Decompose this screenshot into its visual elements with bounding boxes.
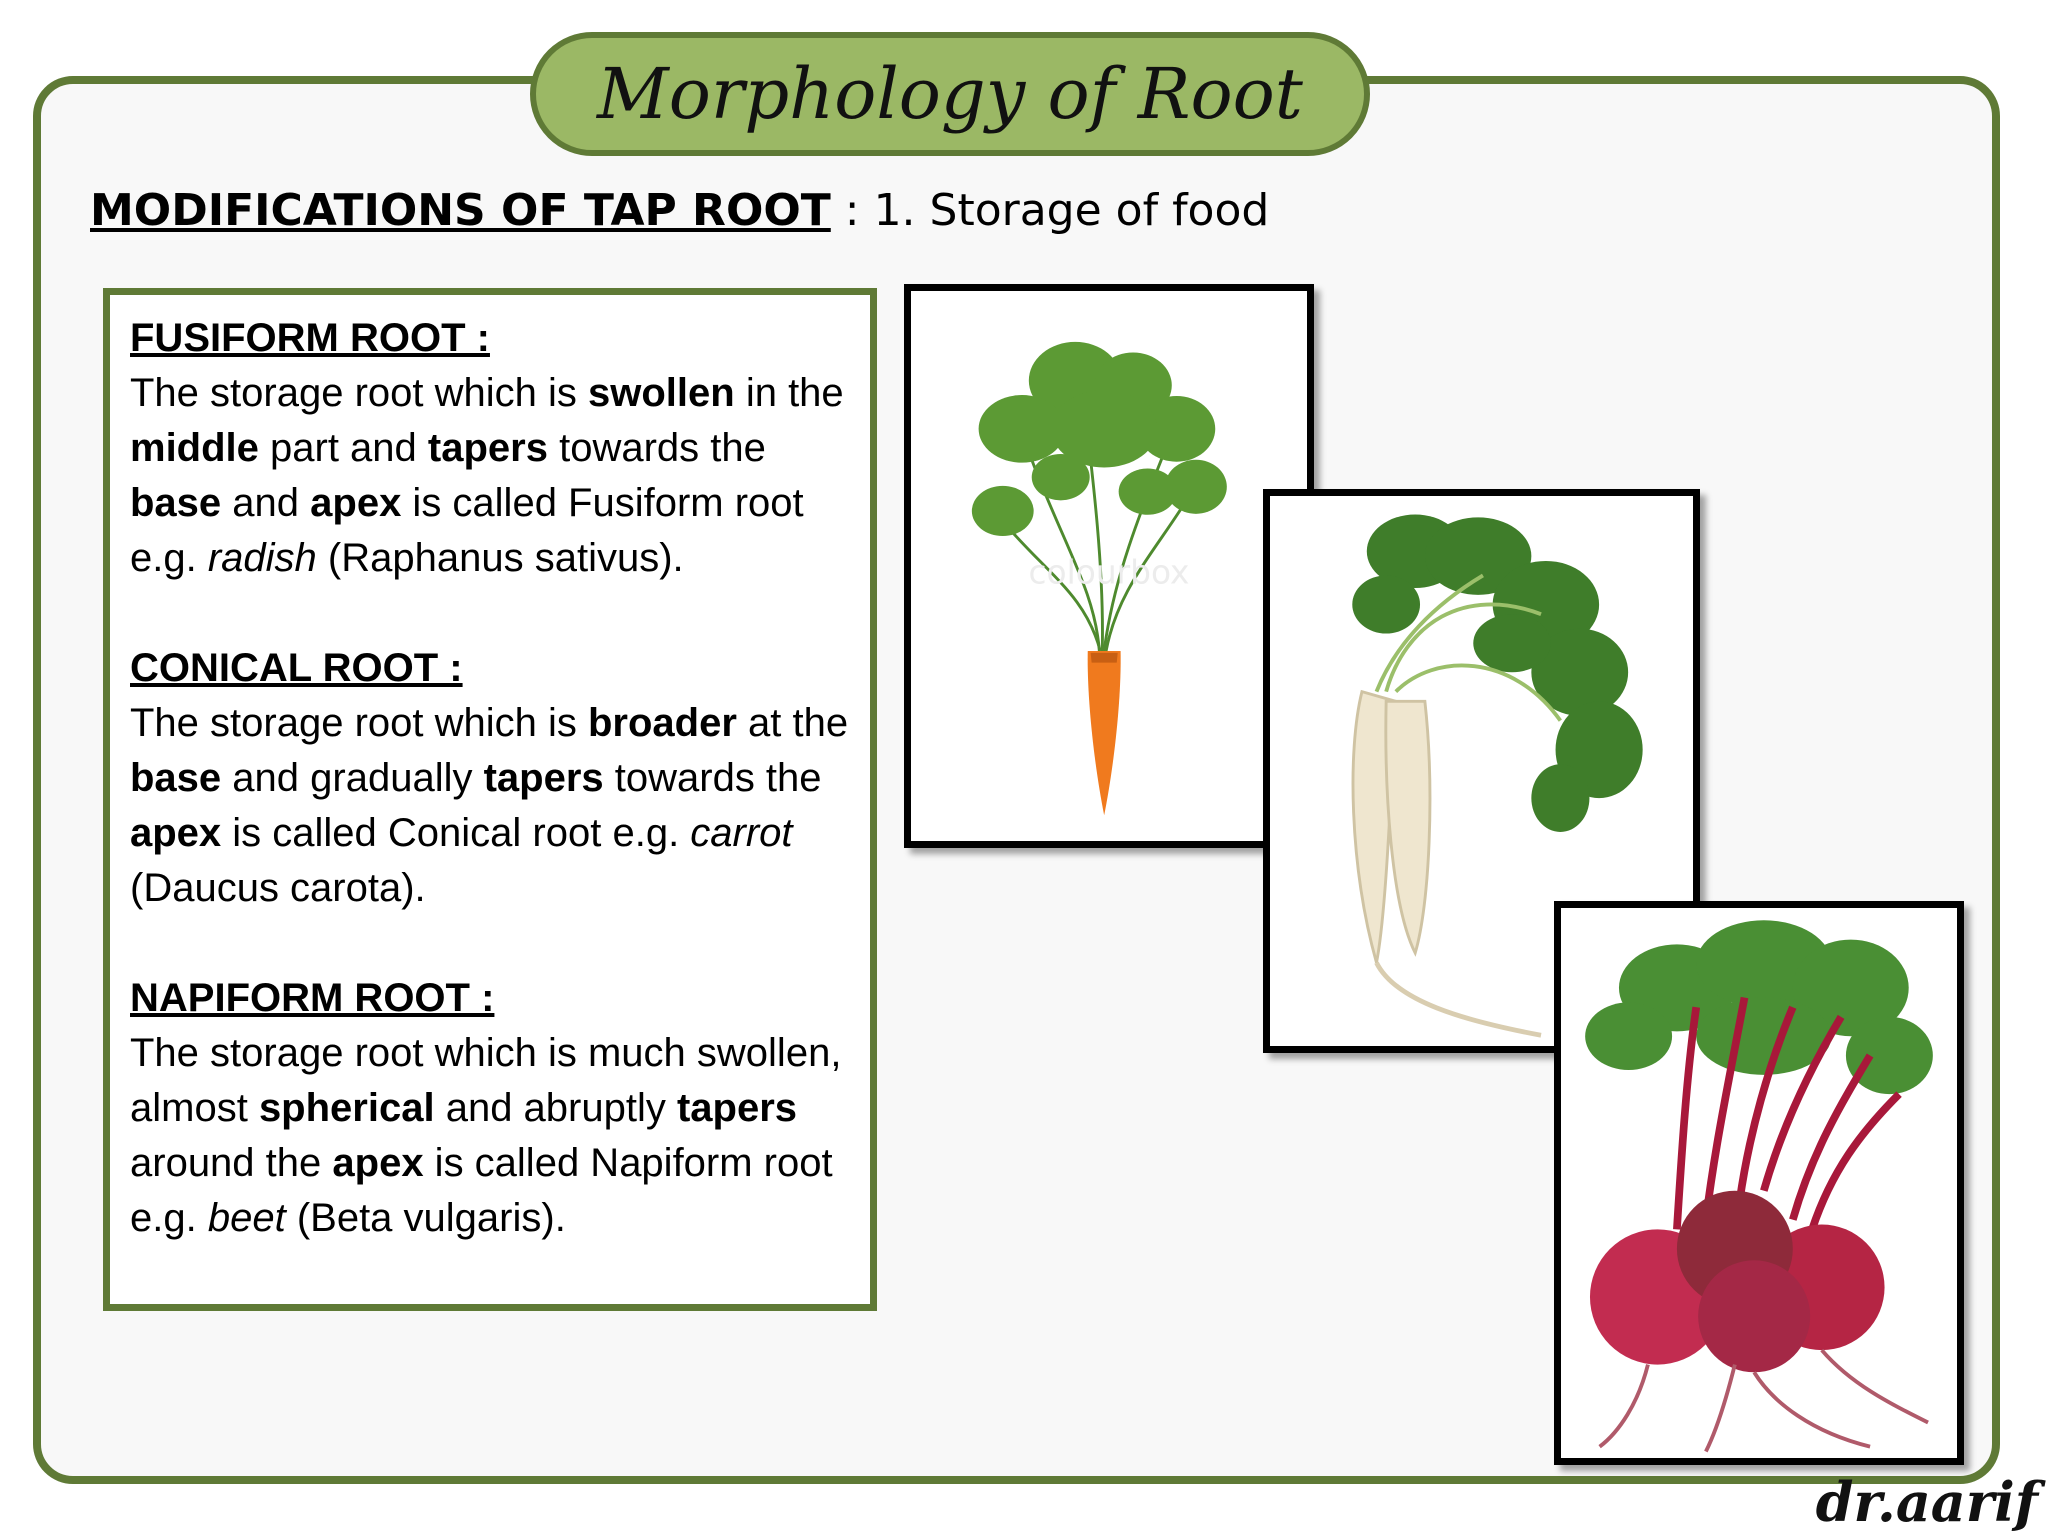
section-body: The storage root which is swollen in the… (130, 366, 852, 586)
bold-term: middle (130, 426, 259, 470)
body-text: The storage root which is (130, 701, 588, 745)
body-text: The storage root which is (130, 371, 588, 415)
description-box: FUSIFORM ROOT : The storage root which i… (103, 288, 877, 1311)
section-heading: FUSIFORM ROOT : (130, 316, 490, 360)
bold-term: apex (332, 1141, 424, 1185)
bold-term: tapers (483, 756, 604, 800)
body-text: around the (130, 1141, 333, 1185)
subtitle-heading: MODIFICATIONS OF TAP ROOT (90, 185, 831, 236)
bold-term: apex (130, 811, 222, 855)
bold-term: broader (588, 701, 737, 745)
body-text: at the (736, 701, 849, 745)
radish-photo (1263, 489, 1700, 1053)
bold-term: tapers (427, 426, 548, 470)
bold-term: swollen (588, 371, 735, 415)
body-text: The storage root which is much swollen, … (130, 1031, 842, 1130)
italic-term: carrot (690, 811, 793, 855)
body-text: towards the (603, 756, 822, 800)
body-text: is called Napiform root e.g. (130, 1141, 833, 1240)
section-napiform: NAPIFORM ROOT : The storage root which i… (130, 971, 852, 1246)
beet-illustration (1585, 920, 1933, 1453)
body-text: (Daucus carota). (130, 866, 426, 910)
body-text: and (221, 481, 311, 525)
bold-term: spherical (258, 1086, 435, 1130)
slide-title: Morphology of Root (597, 53, 1303, 135)
watermark: colourbox (1029, 553, 1190, 591)
italic-term: radish (207, 536, 317, 580)
section-conical: CONICAL ROOT : The storage root which is… (130, 641, 852, 916)
body-text: and abruptly (434, 1086, 677, 1130)
body-text: is called Conical root e.g. (221, 811, 691, 855)
signature: dr.aarif (1815, 1470, 2038, 1534)
subtitle-rest: : 1. Storage of food (830, 185, 1270, 236)
body-text: in the (734, 371, 844, 415)
beet-photo (1554, 901, 1964, 1465)
bold-term: base (130, 756, 222, 800)
bold-term: base (130, 481, 222, 525)
body-text: and gradually (221, 756, 484, 800)
radish-illustration (1351, 514, 1643, 1038)
body-text: is called Fusiform root e.g. (130, 481, 804, 580)
bold-term: tapers (676, 1086, 798, 1130)
section-fusiform: FUSIFORM ROOT : The storage root which i… (130, 311, 852, 586)
subtitle: MODIFICATIONS OF TAP ROOT : 1. Storage o… (90, 185, 1269, 236)
title-banner: Morphology of Root (530, 32, 1370, 156)
carrot-photo: colourbox (904, 284, 1314, 848)
body-text: part and (258, 426, 428, 470)
body-text: (Beta vulgaris). (285, 1196, 566, 1240)
carrot-illustration: colourbox (971, 341, 1227, 816)
section-body: The storage root which is broader at the… (130, 696, 852, 916)
italic-term: beet (207, 1196, 286, 1240)
body-text: towards the (547, 426, 766, 470)
bold-term: apex (310, 481, 402, 525)
section-heading: CONICAL ROOT : (130, 646, 463, 690)
section-heading: NAPIFORM ROOT : (130, 976, 495, 1020)
section-body: The storage root which is much swollen, … (130, 1026, 852, 1246)
body-text: (Raphanus sativus). (316, 536, 684, 580)
